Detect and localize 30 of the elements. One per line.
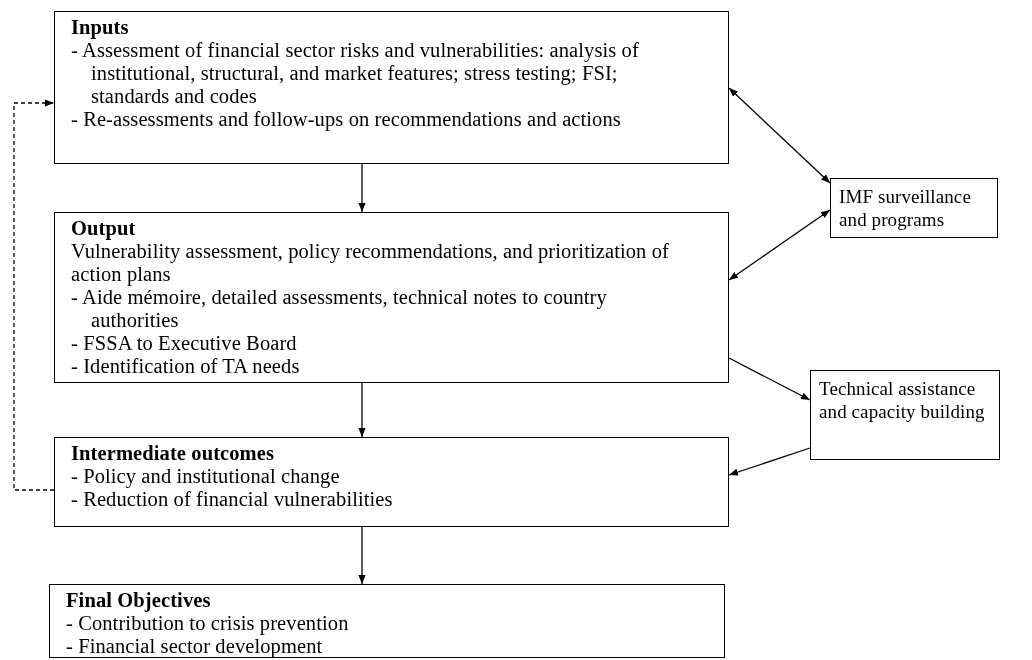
bullet-item: - Reduction of financial vulnerabilities — [71, 488, 394, 511]
bullet-item: - Financial sector development — [66, 635, 324, 658]
arrow — [728, 209, 831, 281]
arrow — [728, 357, 811, 401]
process-box — [54, 437, 729, 527]
box-heading: Output — [71, 217, 137, 240]
box-heading: Intermediate outcomes — [71, 442, 276, 465]
arrow — [728, 87, 831, 184]
arrow — [728, 447, 811, 476]
box-text: Vulnerability assessment, policy recommendations, and prioritization of action plans — [71, 240, 670, 286]
arrow — [358, 526, 366, 585]
bullet-item: - Assessment of financial sector risks and vulnerabilities: analysis of institutional, structural, and market features; stress testing; FSI; standards and codes — [71, 39, 640, 108]
bullet-item: - FSSA to Executive Board — [71, 332, 298, 355]
process-box — [54, 11, 729, 164]
box-text: IMF surveillance and programs — [839, 185, 972, 231]
process-box — [54, 212, 729, 383]
box-text: Technical assistance and capacity building — [819, 377, 986, 423]
bullet-item: - Contribution to crisis prevention — [66, 612, 350, 635]
box-heading: Final Objectives — [66, 589, 212, 612]
side-box — [830, 178, 998, 238]
side-box — [810, 370, 1000, 460]
process-box — [49, 584, 725, 658]
bullet-item: - Re-assessments and follow-ups on recommendations and actions — [71, 108, 622, 131]
box-heading: Inputs — [71, 16, 130, 39]
arrow — [358, 382, 366, 438]
arrow — [358, 163, 366, 213]
bullet-item: - Identification of TA needs — [71, 355, 301, 378]
bullet-item: - Policy and institutional change — [71, 465, 341, 488]
bullet-item: - Aide mémoire, detailed assessments, technical notes to country authorities — [71, 286, 608, 332]
arrow — [13, 99, 55, 491]
